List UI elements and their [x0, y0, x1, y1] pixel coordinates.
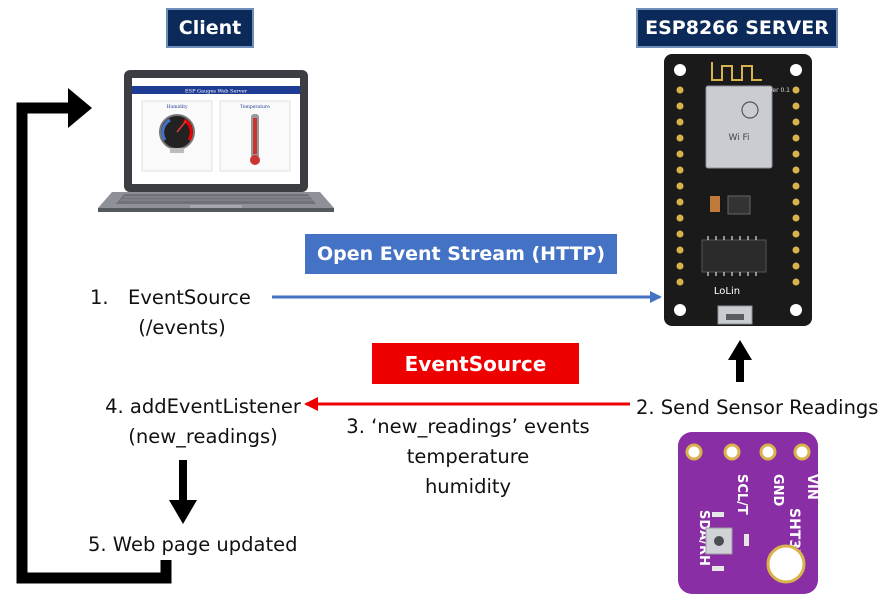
step3-line3: humidity	[424, 475, 512, 498]
laptop-banner-text: ESP Gauges Web Server	[185, 89, 248, 95]
step3-line1: 3. ‘new_readings’ events	[346, 415, 590, 438]
eventsource-label: EventSource	[372, 343, 579, 384]
update-page-arrow	[169, 460, 197, 524]
laptop-icon: ESP Gauges Web Server Humidity Temperatu…	[98, 70, 334, 212]
step3-line2: temperature	[406, 445, 530, 468]
sht3x-sensor-icon: SDA/RH SCL/T GND VIN SHT3X	[678, 432, 819, 594]
step5-text: 5. Web page updated	[88, 533, 298, 556]
client-title: Client	[166, 8, 254, 48]
step1-number: 1.	[90, 286, 109, 309]
step1-line2: (/events)	[138, 316, 226, 339]
sensor-pin-scl: SCL/T	[734, 474, 749, 515]
laptop-gauge2-title: Temperature	[240, 104, 270, 110]
sensor-to-server-arrow	[728, 340, 752, 382]
step4-text: 4. addEventListener (new_readings)	[88, 392, 318, 452]
board-version-text: Ver 0.1	[769, 87, 790, 94]
esp8266-board-icon: Wi Fi Ver 0.1	[664, 54, 812, 326]
step1-text: 1. EventSource (/events)	[90, 283, 290, 343]
laptop-gauge1-title: Humidity	[166, 104, 188, 110]
svg-text:Wi Fi: Wi Fi	[728, 133, 749, 143]
board-label-text: LoLin	[714, 286, 740, 297]
loop-arrow	[16, 88, 172, 584]
server-title: ESP8266 SERVER	[636, 8, 838, 48]
step1-line1: EventSource	[128, 286, 251, 309]
step4-line1: 4. addEventListener	[105, 395, 301, 418]
step4-line2: (new_readings)	[128, 425, 278, 448]
sensor-pin-gnd: GND	[770, 474, 785, 507]
step2-text: 2. Send Sensor Readings	[636, 396, 879, 419]
sensor-pin-vin: VIN	[804, 474, 819, 500]
open-stream-label: Open Event Stream (HTTP)	[305, 234, 617, 274]
step3-text: 3. ‘new_readings’ events temperature hum…	[328, 412, 608, 502]
